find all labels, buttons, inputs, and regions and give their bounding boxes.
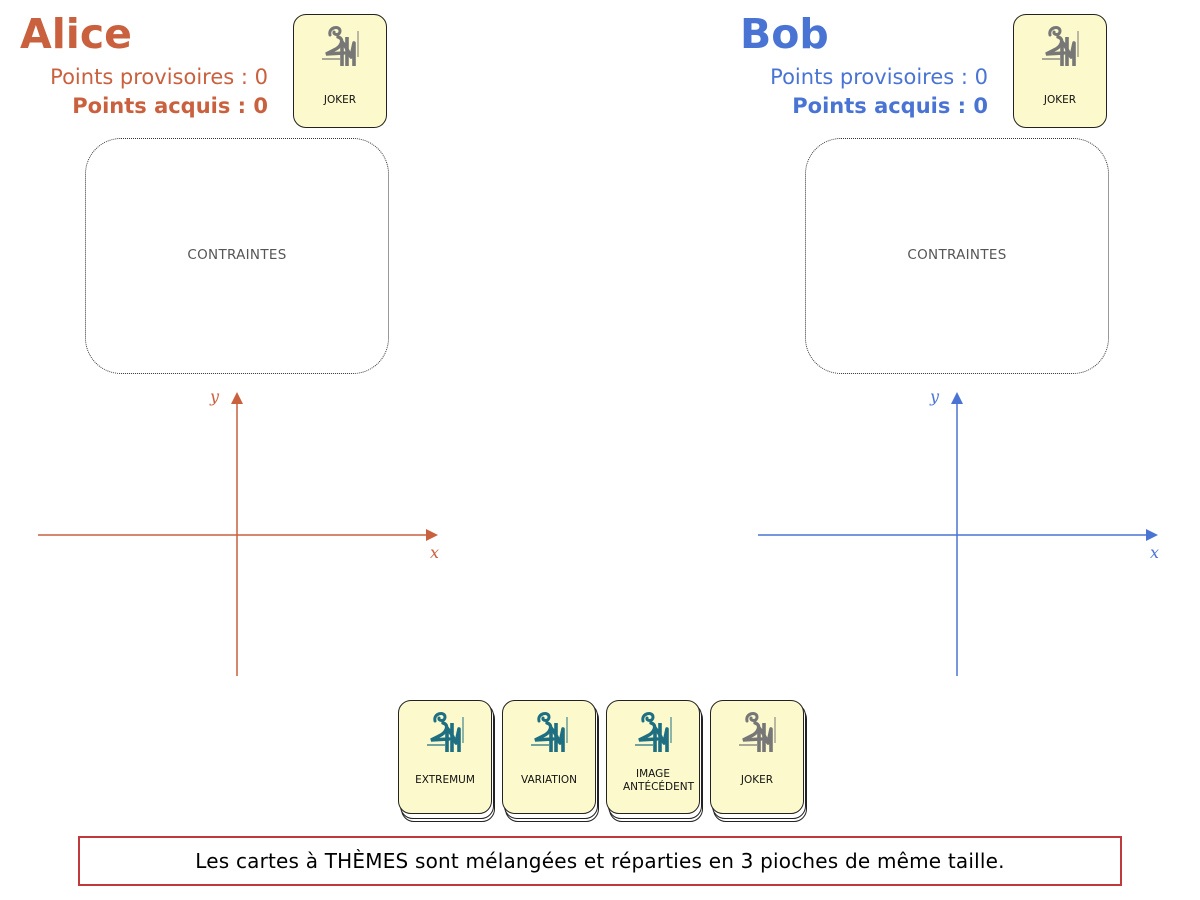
- joker-card[interactable]: JOKER: [1013, 14, 1107, 128]
- card-label: JOKER: [323, 94, 357, 106]
- theme-logo-icon: [423, 709, 469, 755]
- instruction-caption: Les cartes à THÈMES sont mélangées et ré…: [78, 836, 1122, 886]
- y-axis-label: y: [929, 387, 940, 406]
- acquired-points: Points acquis : 0: [792, 94, 988, 118]
- constraints-label: CONTRAINTES: [187, 247, 287, 263]
- y-axis-label: y: [209, 387, 220, 406]
- deck-top-card[interactable]: EXTREMUM: [398, 700, 492, 814]
- joker-card[interactable]: JOKER: [293, 14, 387, 128]
- coordinate-axes[interactable]: x y: [720, 380, 1180, 680]
- acquired-points: Points acquis : 0: [72, 94, 268, 118]
- theme-logo-icon: [631, 709, 677, 755]
- x-axis-label: x: [430, 543, 439, 562]
- deck-top-card[interactable]: IMAGE ANTÉCÉDENT: [606, 700, 700, 814]
- provisional-points: Points provisoires : 0: [770, 65, 988, 89]
- joker-logo-icon: [735, 709, 781, 755]
- deck-top-card[interactable]: JOKER: [710, 700, 804, 814]
- card-label: JOKER: [740, 774, 774, 786]
- player-name: Bob: [740, 10, 829, 58]
- joker-logo-icon: [1038, 23, 1084, 69]
- provisional-points: Points provisoires : 0: [50, 65, 268, 89]
- constraints-label: CONTRAINTES: [907, 247, 1007, 263]
- coordinate-axes[interactable]: x y: [0, 380, 460, 680]
- player-name: Alice: [20, 10, 132, 58]
- card-label: EXTREMUM: [415, 774, 475, 786]
- theme-logo-icon: [527, 709, 573, 755]
- joker-logo-icon: [318, 23, 364, 69]
- deck-top-card[interactable]: VARIATION: [502, 700, 596, 814]
- card-label: IMAGE ANTÉCÉDENT: [623, 768, 695, 793]
- player-panel-alice: Alice Points provisoires : 0 Points acqu…: [0, 0, 600, 690]
- player-panel-bob: Bob Points provisoires : 0 Points acquis…: [720, 0, 1200, 690]
- card-label: JOKER: [1043, 94, 1077, 106]
- constraints-zone[interactable]: CONTRAINTES: [805, 138, 1109, 374]
- card-label: VARIATION: [520, 774, 578, 786]
- x-axis-label: x: [1150, 543, 1159, 562]
- constraints-zone[interactable]: CONTRAINTES: [85, 138, 389, 374]
- instruction-text: Les cartes à THÈMES sont mélangées et ré…: [195, 849, 1005, 873]
